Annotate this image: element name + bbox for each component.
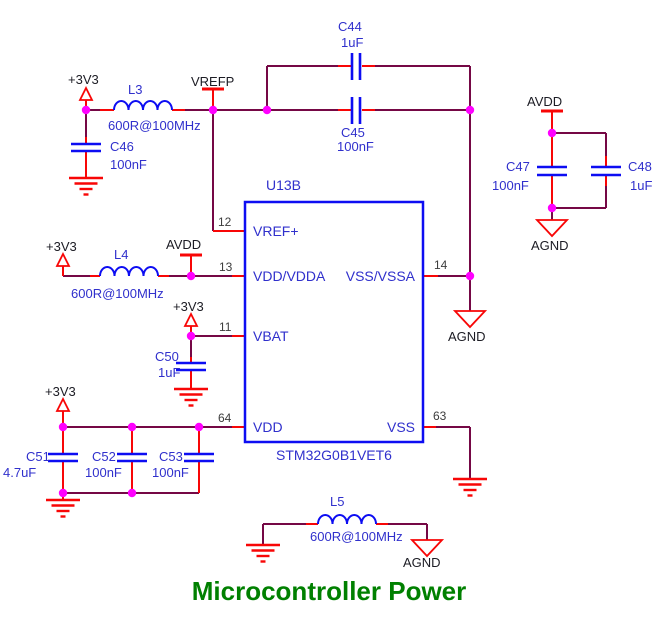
net-label-agnd: AGND	[448, 329, 486, 344]
pin-name-vdd-vdda: VDD/VDDA	[253, 268, 326, 284]
val-C45: 100nF	[337, 139, 374, 154]
val-C50: 1uF	[158, 365, 181, 380]
val-L3: 600R@100MHz	[108, 118, 201, 133]
power-flag-3v3-icon	[55, 251, 71, 267]
ground-icon	[69, 176, 103, 196]
capacitor-C46[interactable]	[71, 142, 101, 153]
power-arrow-icon	[55, 251, 71, 267]
power-flag-3v3-icon	[78, 85, 94, 101]
pin-name-vss: VSS	[386, 419, 415, 435]
junction-dot	[58, 488, 68, 498]
sheet-title: Microcontroller Power	[191, 576, 467, 606]
pin-number-63: 63	[433, 409, 447, 423]
capacitor-C53[interactable]	[184, 452, 214, 463]
agnd-flag-icon	[409, 539, 445, 558]
ref-L3: L3	[128, 82, 143, 97]
capacitor-C52[interactable]	[117, 452, 147, 463]
pin-number-14: 14	[434, 258, 448, 272]
power-arrow-icon	[78, 85, 94, 101]
junction-dot	[547, 203, 557, 213]
pin-number-11: 11	[219, 320, 232, 334]
ref-C45: C45	[341, 125, 365, 140]
ground-icon	[46, 498, 80, 518]
val-C46: 100nF	[110, 157, 147, 172]
ref-C50: C50	[155, 349, 179, 364]
ref-L4: L4	[114, 247, 129, 262]
power-flag-3v3-icon	[55, 396, 71, 412]
junction-dot	[81, 105, 91, 115]
ref-C52: C52	[92, 449, 116, 464]
net-label-avdd: AVDD	[166, 237, 202, 252]
net-label-agnd: AGND	[403, 555, 441, 570]
agnd-flag-icon	[452, 310, 488, 329]
inductor-L4[interactable]	[99, 266, 159, 277]
val-C48: 1uF	[630, 178, 653, 193]
capacitor-C47[interactable]	[537, 165, 567, 177]
val-C44: 1uF	[341, 35, 364, 50]
ground-icon	[246, 543, 280, 563]
capacitor-C48[interactable]	[591, 165, 621, 177]
pin-number-13: 13	[219, 260, 233, 274]
net-label-3v3: +3V3	[173, 299, 204, 314]
junction-dot	[194, 422, 204, 432]
junction-dot	[262, 105, 272, 115]
ref-L5: L5	[330, 494, 345, 509]
junction-dots	[58, 105, 557, 498]
junction-dot	[127, 422, 137, 432]
val-L5: 600R@100MHz	[310, 529, 403, 544]
ref-C53: C53	[159, 449, 183, 464]
pin-number-64: 64	[218, 411, 232, 425]
inductor-coil	[99, 266, 159, 277]
capacitor-C44[interactable]	[350, 53, 362, 80]
inductor-L5[interactable]	[317, 514, 377, 525]
inductor-coil	[113, 100, 173, 111]
net-label-3v3: +3V3	[45, 384, 76, 399]
net-label-agnd: AGND	[531, 238, 569, 253]
power-arrow-icon	[55, 396, 71, 412]
inductor-L3[interactable]	[113, 100, 173, 111]
capacitor-C51[interactable]	[48, 452, 78, 463]
net-label-3v3: +3V3	[68, 72, 99, 87]
junction-dot	[58, 422, 68, 432]
val-C53: 100nF	[152, 465, 189, 480]
net-label-3v3: +3V3	[46, 239, 77, 254]
power-arrow-icon	[183, 311, 199, 327]
pin-name-vbat: VBAT	[253, 328, 289, 344]
junction-dot	[465, 271, 475, 281]
ref-C47: C47	[506, 159, 530, 174]
junction-dot	[547, 128, 557, 138]
pin-name-vref: VREF+	[253, 223, 299, 239]
junction-dot	[127, 488, 137, 498]
ic-U13B-body[interactable]	[243, 200, 425, 444]
junction-dot	[186, 271, 196, 281]
junction-dot	[465, 105, 475, 115]
net-label-vrefp: VREFP	[191, 74, 235, 89]
ref-C44: C44	[338, 19, 362, 34]
net-label-avdd: AVDD	[527, 94, 563, 109]
ic-part-number: STM32G0B1VET6	[276, 447, 392, 463]
ref-C46: C46	[110, 139, 134, 154]
agnd-flag-icon	[534, 219, 570, 238]
val-C52: 100nF	[85, 465, 122, 480]
pin-number-12: 12	[218, 215, 232, 229]
capacitor-C50[interactable]	[176, 361, 206, 372]
val-C51: 4.7uF	[3, 465, 37, 480]
power-flag-3v3-icon	[183, 311, 199, 327]
ic-designator: U13B	[266, 177, 302, 193]
pin-name-vss-vssa: VSS/VSSA	[345, 268, 415, 284]
capacitor-C45[interactable]	[350, 97, 362, 124]
val-L4: 600R@100MHz	[71, 286, 164, 301]
inductor-coil	[317, 514, 377, 525]
pin-name-vdd: VDD	[253, 419, 283, 435]
ground-icon	[174, 387, 208, 407]
ground-icon	[453, 477, 487, 497]
val-C47: 100nF	[492, 178, 529, 193]
ref-C51: C51	[26, 449, 50, 464]
junction-dot	[186, 331, 196, 341]
ref-C48: C48	[628, 159, 652, 174]
junction-dot	[208, 105, 218, 115]
